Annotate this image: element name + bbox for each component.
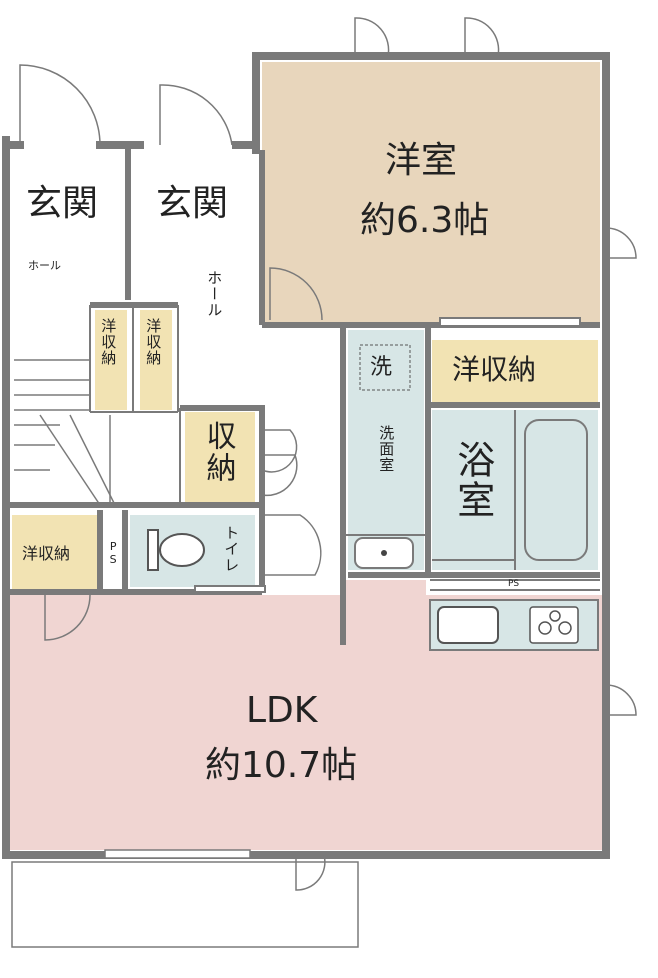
ldk-area-upper [346, 580, 426, 600]
washbasin-drain [381, 550, 387, 556]
closet-lower-left-label: 洋収納 [22, 544, 71, 563]
thin-walls [89, 305, 600, 591]
door-swings [19, 17, 637, 891]
washroom-area [348, 330, 424, 570]
ldk-size: 約10.7帖 [205, 745, 358, 786]
western-closet-area [432, 340, 598, 402]
entrance-right-label: 玄関 [156, 183, 229, 224]
washer-mark: 洗 [370, 355, 393, 380]
hall-left-label: ホール [28, 259, 61, 272]
washing-machine [359, 344, 411, 391]
closet-lower-left-area [12, 515, 98, 590]
interior-walls [10, 145, 600, 645]
kitchen-sink [437, 606, 499, 644]
closet-small-b-label: 洋収納 [144, 318, 163, 366]
stove [529, 606, 579, 644]
entrance-left-label: 玄関 [26, 183, 99, 224]
windows [194, 317, 581, 593]
ps-right-label: PS [508, 579, 520, 589]
staircase [14, 359, 116, 506]
hall-right-label: ホール [205, 270, 224, 318]
storage-area [185, 412, 255, 502]
washroom-label: 洗面室 [377, 425, 396, 473]
western-room-area [262, 62, 600, 324]
closet-small-a-area [95, 310, 127, 410]
closet-small-b-area [140, 310, 172, 410]
ps-left-label: PS [106, 540, 120, 566]
toilet-fixture [147, 529, 205, 571]
western-closet-label: 洋収納 [452, 353, 537, 386]
western-room-name: 洋室 [385, 140, 458, 181]
toilet-label: トイレ [222, 525, 241, 573]
bathtub [524, 419, 588, 561]
ldk-label: LDK [246, 690, 318, 731]
bathroom-label: 浴室 [450, 440, 495, 520]
storage-label: 収納 [200, 420, 236, 484]
balcony [11, 849, 359, 948]
western-room-size: 約6.3帖 [360, 200, 490, 241]
closet-small-a-label: 洋収納 [99, 318, 118, 366]
